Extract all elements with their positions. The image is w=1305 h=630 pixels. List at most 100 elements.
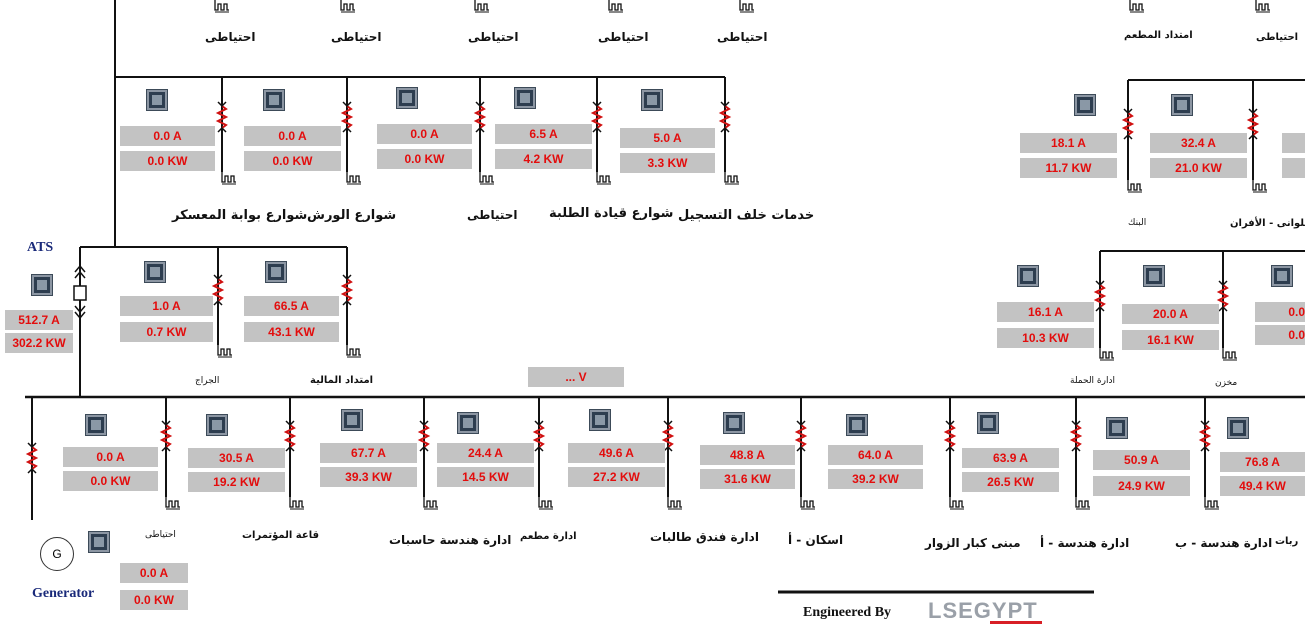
breaker-chevron-icon (592, 126, 602, 133)
feeder-meter-icon[interactable] (1227, 417, 1249, 439)
load-icon (340, 0, 355, 11)
feeder-meter-icon[interactable] (263, 89, 285, 111)
breaker-icon (590, 105, 604, 129)
breaker-chevron-icon (663, 445, 673, 452)
feeder-label: ادارة مطعم (520, 531, 577, 542)
breaker-icon (1121, 112, 1135, 136)
feeder-current: 24.4 A (437, 443, 534, 463)
feeder-power: 4.2 KW (495, 149, 592, 169)
feeder-power: 3.3 KW (620, 153, 715, 173)
breaker-chevron-icon (1095, 280, 1105, 287)
feeder-meter-icon[interactable] (589, 409, 611, 431)
feeder-meter-icon[interactable] (396, 87, 418, 109)
feeder-meter-icon[interactable] (1271, 265, 1293, 287)
generator-power: 0.0 KW (120, 590, 188, 610)
load-icon (1222, 348, 1237, 359)
top-spare-label: احتياطى (331, 30, 382, 44)
feeder-meter-icon[interactable] (206, 414, 228, 436)
breaker-chevron-icon (217, 126, 227, 133)
feeder-meter-icon[interactable] (723, 412, 745, 434)
feeder-power: 43.1 KW (244, 322, 339, 342)
breaker-chevron-icon (534, 420, 544, 427)
load-icon (346, 345, 361, 356)
breaker-chevron-icon (796, 420, 806, 427)
load-icon (1127, 180, 1142, 191)
feeder-meter-icon[interactable] (144, 261, 166, 283)
feeder-meter-icon[interactable] (514, 87, 536, 109)
feeder-current: 18.1 A (1020, 133, 1117, 153)
feeder-label: مبنى كبار الزوار (925, 536, 1021, 550)
feeder-meter-icon[interactable] (265, 261, 287, 283)
top-right-label: احتياطى (1256, 32, 1299, 43)
breaker-chevron-icon (720, 101, 730, 108)
feeder-current: 5.0 A (620, 128, 715, 148)
load-icon (1252, 180, 1267, 191)
feeder-current: 16.1 A (997, 302, 1094, 322)
breaker-chevron-icon (1095, 305, 1105, 312)
feeder-meter-icon[interactable] (85, 414, 107, 436)
breaker-chevron-icon (27, 467, 37, 474)
feeder-power: 31.6 KW (700, 469, 795, 489)
feeder-meter-icon[interactable] (341, 409, 363, 431)
breaker-icon (211, 278, 225, 302)
feeder-meter-icon[interactable] (457, 412, 479, 434)
breaker-chevron-icon (475, 126, 485, 133)
feeder-current: 0.0 (1255, 302, 1305, 322)
feeder-power: 49.4 KW (1220, 476, 1305, 496)
feeder-meter-icon[interactable] (641, 89, 663, 111)
feeder-meter-icon[interactable] (977, 412, 999, 434)
feeder-current: 76.8 A (1220, 452, 1305, 472)
feeder-meter-icon[interactable] (1017, 265, 1039, 287)
feeder-current: 32.4 A (1150, 133, 1247, 153)
ats-current: 512.7 A (5, 310, 73, 330)
feeder-label: الحلوانى - الأفران (1230, 218, 1305, 229)
breaker-icon (1093, 284, 1107, 308)
feeder-meter-icon[interactable] (1143, 265, 1165, 287)
breaker-chevron-icon (342, 126, 352, 133)
feeder-meter-icon[interactable] (1106, 417, 1128, 439)
breaker-chevron-icon (285, 420, 295, 427)
breaker-icon (159, 424, 173, 448)
breaker-chevron-icon (663, 420, 673, 427)
feeder-label: مخزن (1215, 378, 1238, 388)
breaker-icon (417, 424, 431, 448)
breaker-chevron-icon (217, 101, 227, 108)
load-icon (739, 0, 754, 11)
breaker-chevron-icon (945, 445, 955, 452)
breaker-icon (718, 105, 732, 129)
feeder-meter-icon[interactable] (1074, 94, 1096, 116)
generator-icon[interactable]: G (40, 537, 74, 571)
feeder-meter-icon[interactable] (1171, 94, 1193, 116)
load-icon (165, 497, 180, 508)
feeder-meter-icon[interactable] (846, 414, 868, 436)
feeder-power: 0.0 KW (244, 151, 341, 171)
load-icon (289, 497, 304, 508)
load-icon (217, 345, 232, 356)
feeder-power: 21.0 KW (1150, 158, 1247, 178)
feeder-current: 0.0 A (120, 126, 215, 146)
breaker-chevron-icon (592, 101, 602, 108)
breaker-chevron-icon (1200, 445, 1210, 452)
breaker-chevron-icon (342, 101, 352, 108)
breaker-icon (25, 446, 39, 470)
feeder-label: احتياطى (145, 530, 176, 540)
feeder-label: ادارة هندسة حاسبات (389, 533, 512, 547)
feeder-label: خدمات خلف التسجيل (678, 208, 815, 223)
feeder-power: 39.3 KW (320, 467, 417, 487)
ats-meter-icon[interactable] (31, 274, 53, 296)
feeder-power: 0.7 KW (120, 322, 213, 342)
load-icon (949, 497, 964, 508)
feeder-label: ربات (1275, 536, 1299, 547)
breaker-icon (943, 424, 957, 448)
generator-meter-icon[interactable] (88, 531, 110, 553)
breaker-icon (340, 278, 354, 302)
load-icon (667, 497, 682, 508)
breaker-icon (215, 105, 229, 129)
breaker-chevron-icon (161, 420, 171, 427)
breaker-chevron-icon (1248, 133, 1258, 140)
feeder-label: اسكان - أ (788, 533, 844, 547)
ats-breaker-icon (73, 285, 87, 301)
breaker-chevron-icon (1071, 420, 1081, 427)
feeder-meter-icon[interactable] (146, 89, 168, 111)
